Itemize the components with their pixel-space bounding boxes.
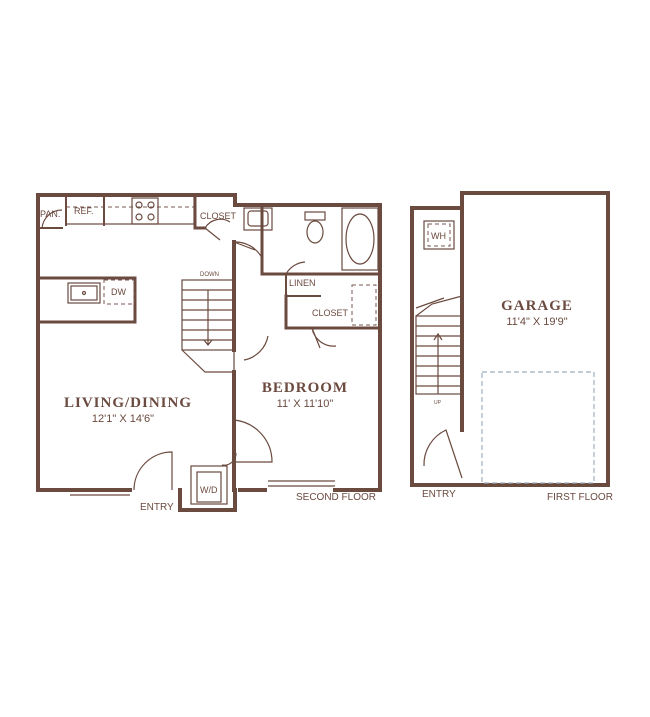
second-floor-outer-wall	[36, 193, 382, 512]
linen-label: LINEN	[289, 278, 316, 288]
water-heater-label: WH	[431, 231, 446, 241]
stairs-first	[415, 315, 463, 395]
second-floor-plan	[36, 193, 382, 512]
first-floor-plan	[410, 191, 610, 487]
bedroom-size: 11' X 11'10"	[277, 398, 334, 410]
second-floor-label: SECOND FLOOR	[296, 492, 376, 503]
first-floor-label: FIRST FLOOR	[547, 492, 613, 503]
living-dining-size: 12'1" X 14'6"	[92, 413, 154, 425]
garage-size: 11'4" X 19'9"	[506, 316, 567, 328]
entry-second-label: ENTRY	[140, 502, 174, 513]
dishwasher-label: DW	[111, 287, 126, 297]
garage-name: GARAGE	[501, 298, 573, 314]
fridge-label: REF.	[74, 206, 94, 216]
pantry-label: PAN.	[40, 209, 60, 219]
stairs-up-label: UP	[434, 400, 442, 406]
water-heater	[423, 220, 455, 250]
bedroom-closet-label: CLOSET	[312, 308, 349, 318]
garage-door	[481, 371, 595, 484]
stairs-down-label: DOWN	[200, 272, 219, 278]
living-dining-name: LIVING/DINING	[64, 395, 192, 411]
kitchen-closet-label: CLOSET	[200, 211, 237, 221]
entry-first-label: ENTRY	[422, 489, 456, 500]
bedroom-name: BEDROOM	[262, 380, 348, 396]
washer-dryer-label: W/D	[200, 485, 218, 495]
